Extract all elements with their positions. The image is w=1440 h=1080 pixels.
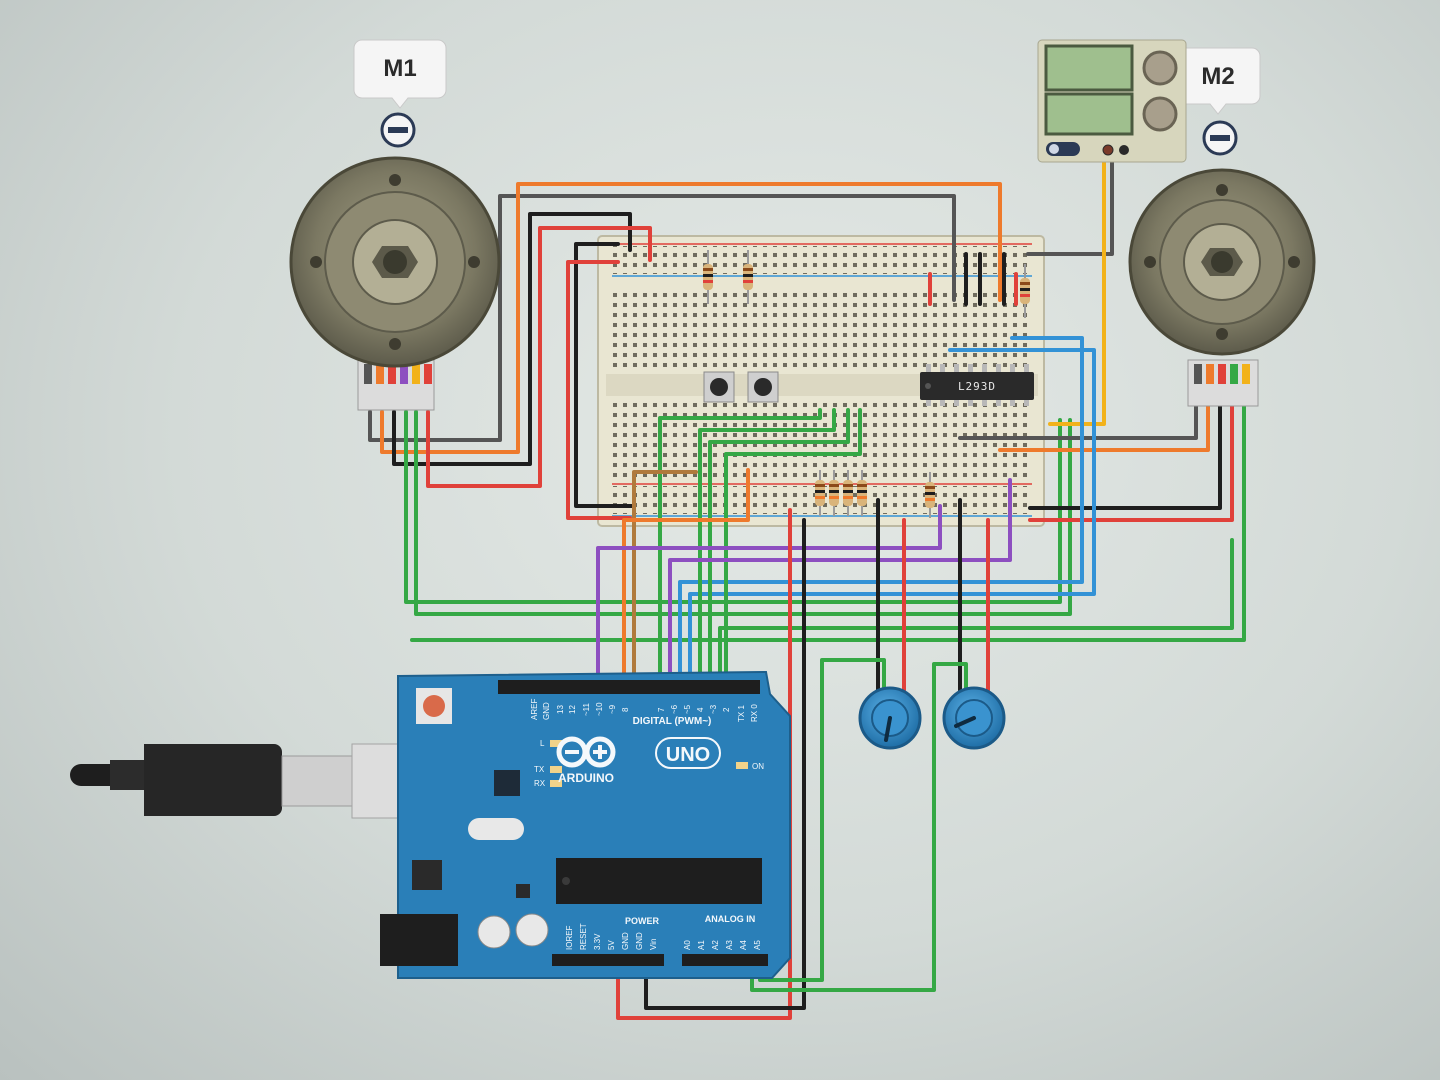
svg-text:5V: 5V: [607, 940, 616, 950]
arduino-logo: ARDUINO UNO: [556, 736, 721, 785]
svg-text:GND: GND: [635, 932, 644, 950]
digital-header: [498, 680, 760, 694]
crystal: [468, 818, 524, 840]
resistor-r2[interactable]: [743, 250, 753, 304]
motor-m1-callout: M1: [353, 39, 447, 109]
atmega-chip: [556, 858, 762, 904]
svg-text:~3: ~3: [709, 704, 718, 714]
chip-label: L293D: [958, 380, 996, 393]
svg-text:ARDUINO: ARDUINO: [558, 771, 614, 785]
wires: [368, 148, 1246, 1020]
svg-text:~11: ~11: [582, 702, 591, 716]
svg-text:A2: A2: [711, 940, 720, 950]
analog-pin-labels: A0 A1 A2 A3 A4 A5: [683, 940, 762, 950]
power-pin-labels: IOREF RESET 3.3V 5V GND GND Vin: [565, 923, 658, 950]
potentiometer-1[interactable]: [858, 686, 922, 750]
svg-text:ON: ON: [752, 762, 764, 771]
svg-text:8: 8: [621, 707, 630, 712]
svg-text:2: 2: [722, 707, 731, 712]
push-button-1[interactable]: [703, 371, 735, 403]
power-jack[interactable]: [380, 914, 458, 966]
led-rx: [550, 780, 562, 787]
digital-label: DIGITAL (PWM~): [633, 716, 712, 727]
l293d-chip[interactable]: L293D: [920, 364, 1034, 406]
motor-m1[interactable]: [289, 156, 501, 411]
resistor-bank[interactable]: [815, 470, 935, 518]
svg-text:A5: A5: [753, 940, 762, 950]
analog-header: [682, 954, 768, 966]
motor-m2-label: M2: [1201, 63, 1234, 90]
svg-text:A3: A3: [725, 940, 734, 950]
svg-text:TX 1: TX 1: [737, 705, 746, 722]
motor-m1-label: M1: [383, 55, 416, 82]
led-on: [736, 762, 748, 769]
svg-text:4: 4: [696, 707, 705, 712]
power-header: [552, 954, 664, 966]
svg-text:A0: A0: [683, 940, 692, 950]
minus-circle-icon[interactable]: [380, 112, 416, 148]
resistor-r1[interactable]: [703, 250, 713, 304]
svg-text:12: 12: [568, 705, 577, 714]
svg-text:L: L: [540, 739, 545, 748]
svg-text:~6: ~6: [670, 704, 679, 714]
svg-text:RX 0: RX 0: [750, 704, 759, 722]
svg-text:A1: A1: [697, 940, 706, 950]
resistor-r3[interactable]: [1020, 264, 1030, 318]
svg-text:7: 7: [657, 707, 666, 712]
svg-text:3.3V: 3.3V: [593, 933, 602, 950]
reset-button[interactable]: [416, 688, 452, 724]
svg-text:GND: GND: [542, 702, 551, 720]
usb-cable-icon: [70, 743, 453, 819]
usb-chip: [494, 770, 520, 796]
svg-text:GND: GND: [621, 932, 630, 950]
power-label: POWER: [625, 916, 660, 926]
svg-text:AREF: AREF: [530, 699, 539, 720]
digital-pin-labels: AREF GND 13 12 ~11 ~10 ~9 8 7 ~6 ~5 4 ~3…: [530, 699, 759, 722]
svg-text:RX: RX: [534, 779, 546, 788]
potentiometer-2[interactable]: [942, 686, 1006, 750]
voltage-regulator: [412, 860, 442, 890]
svg-text:A4: A4: [739, 940, 748, 950]
arduino-uno-board[interactable]: AREF GND 13 12 ~11 ~10 ~9 8 7 ~6 ~5 4 ~3…: [380, 670, 791, 979]
capacitor-1: [477, 915, 511, 949]
power-supply-module[interactable]: [1037, 39, 1187, 163]
svg-text:~10: ~10: [595, 702, 604, 716]
svg-text:RESET: RESET: [579, 923, 588, 950]
svg-text:IOREF: IOREF: [565, 925, 574, 950]
motor-m2-callout: M2: [1175, 47, 1261, 115]
capacitor-2: [515, 913, 549, 947]
push-button-2[interactable]: [747, 371, 779, 403]
led-l: [550, 740, 562, 747]
led-tx: [550, 766, 562, 773]
svg-text:TX: TX: [534, 765, 545, 774]
svg-text:~9: ~9: [608, 704, 617, 714]
svg-text:~5: ~5: [683, 704, 692, 714]
svg-text:13: 13: [556, 705, 565, 714]
minus-circle-icon[interactable]: [1202, 120, 1238, 156]
svg-text:UNO: UNO: [666, 744, 710, 766]
svg-text:Vin: Vin: [649, 939, 658, 950]
analog-label: ANALOG IN: [705, 914, 756, 924]
motor-m2[interactable]: [1128, 168, 1316, 407]
